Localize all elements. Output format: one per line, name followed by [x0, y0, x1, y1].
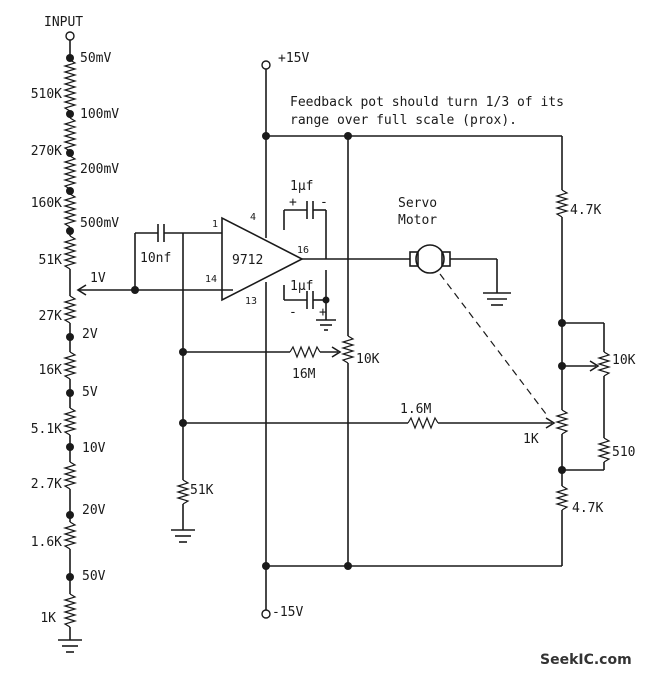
compensation-cap-top: 1µf + - [283, 179, 328, 259]
watermark: SeekIC.com [540, 652, 632, 668]
resistor-16m: 16M [183, 345, 342, 382]
pin-label: 1 [212, 219, 218, 230]
resistor-label: 270K [31, 144, 62, 159]
resistor-label: 1.6K [31, 535, 62, 550]
resistor-4-7k-bottom [554, 485, 570, 511]
resistor-5-1k [62, 407, 78, 436]
plus15-terminal[interactable] [261, 60, 271, 70]
tap-dot[interactable] [66, 573, 74, 581]
r47k-top-label: 4.7K [570, 203, 601, 218]
tap-dot[interactable] [66, 187, 74, 195]
minus15-label: -15V [272, 605, 303, 620]
resistor-2-7k [62, 461, 78, 490]
tap-dot[interactable] [66, 389, 74, 397]
input-label: INPUT [44, 15, 83, 30]
offset-pot-10k[interactable]: 10K [340, 136, 380, 566]
resistor-51k [62, 235, 78, 270]
resistor-270k [62, 155, 78, 190]
resistor-510 [596, 437, 612, 463]
svg-text:-: - [320, 195, 328, 210]
resistor-160k [62, 193, 78, 228]
resistor-label: 5.1K [31, 422, 62, 437]
ground-icon [483, 292, 511, 306]
opamp-9712[interactable]: 9712 4 1 14 16 13 [205, 212, 309, 307]
compensation-cap-bottom: 1µf - + [283, 270, 336, 331]
r10k-right-label: 10K [612, 353, 636, 368]
resistor-label: 2.7K [31, 477, 62, 492]
range-label: 50mV [80, 51, 111, 66]
range-label: 500mV [80, 216, 119, 231]
resistor-1-6k [62, 521, 78, 550]
servo-label-line1: Servo [398, 196, 437, 211]
servo-label-line2: Motor [398, 213, 437, 228]
svg-text:+: + [319, 305, 327, 320]
range-label: 1V [90, 271, 106, 286]
cap-10nf-label: 10nf [140, 251, 171, 266]
minus15-terminal[interactable] [261, 609, 271, 619]
mechanical-linkage [439, 273, 547, 415]
ground-icon [58, 639, 82, 653]
tap-dot[interactable] [66, 511, 74, 519]
tap-dot[interactable] [66, 227, 74, 235]
input-coupling: 10nf [131, 224, 233, 480]
resistor-27k [62, 295, 78, 324]
resistor-label: 51K [39, 253, 63, 268]
resistor-label: 27K [39, 309, 63, 324]
range-label: 10V [82, 441, 106, 456]
svg-text:-: - [289, 305, 297, 320]
feedback-note-line1: Feedback pot should turn 1/3 of its [290, 95, 564, 110]
resistor-16k [62, 351, 78, 380]
tap-dot[interactable] [66, 110, 74, 118]
supply-rails: +15V -15V [261, 51, 562, 620]
pot-10k-label: 10K [356, 352, 380, 367]
ic-label: 9712 [232, 253, 263, 268]
cap-top-label: 1µf [290, 179, 313, 194]
pin-label: 4 [250, 212, 256, 223]
input-divider-ladder: INPUT [31, 15, 135, 653]
cap-bottom-label: 1µf [290, 279, 313, 294]
tap-dot[interactable] [66, 443, 74, 451]
r47k-bottom-label: 4.7K [572, 501, 603, 516]
pin-label: 16 [297, 245, 309, 256]
ground-icon [316, 319, 336, 331]
feedback-pot-1k[interactable] [554, 409, 570, 435]
range-label: 200mV [80, 162, 119, 177]
resistor-1k [62, 593, 78, 628]
tap-dot[interactable] [66, 54, 74, 62]
svg-text:+: + [289, 195, 297, 210]
plus15-label: +15V [278, 51, 309, 66]
range-label: 50V [82, 569, 106, 584]
resistor-51k-ground: 51K [171, 479, 214, 543]
r510-label: 510 [612, 445, 635, 460]
pot-10k-right[interactable] [596, 351, 612, 377]
input-terminal[interactable] [65, 31, 75, 41]
resistor-label: 160K [31, 196, 62, 211]
tap-dot[interactable] [66, 333, 74, 341]
resistor-4-7k-top [554, 189, 570, 218]
r51k-label: 51K [190, 483, 214, 498]
resistor-label: 16K [39, 363, 63, 378]
r16m-label: 16M [292, 367, 316, 382]
range-label: 100mV [80, 107, 119, 122]
servo-motor[interactable]: Servo Motor [398, 196, 511, 306]
ground-icon [171, 529, 195, 543]
pin-label: 14 [205, 274, 217, 285]
pin-label: 13 [245, 296, 257, 307]
resistor-label: 1K [40, 611, 56, 626]
resistor-label: 510K [31, 87, 62, 102]
range-label: 20V [82, 503, 106, 518]
r1-6m-label: 1.6M [400, 402, 431, 417]
feedback-note-line2: range over full scale (prox). [290, 113, 517, 128]
range-label: 5V [82, 385, 98, 400]
tap-dot[interactable] [66, 149, 74, 157]
range-label: 2V [82, 327, 98, 342]
r1k-fb-label: 1K [523, 432, 539, 447]
resistor-1-6m: 1.6M [183, 402, 556, 430]
resistor-510k [62, 117, 78, 152]
feedback-network: 4.7K 10K 510 1K 4.7K [523, 136, 636, 566]
